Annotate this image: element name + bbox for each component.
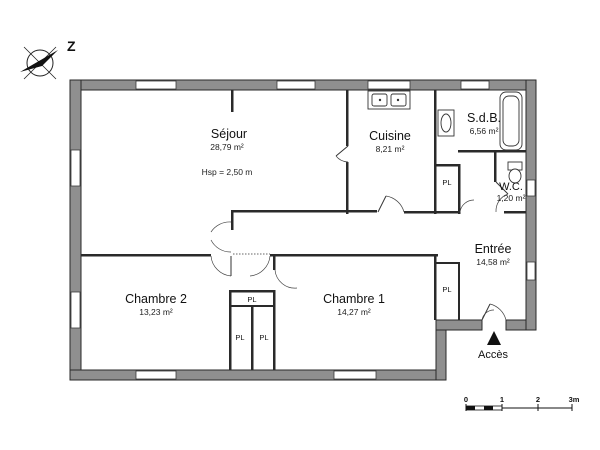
- room-area: 14,27 m²: [337, 307, 371, 317]
- access-label: Accès: [478, 349, 508, 361]
- room-name: S.d.B.: [467, 111, 501, 125]
- closet-label: PL: [442, 178, 451, 187]
- kitchen-sink: [367, 90, 411, 110]
- compass-ring: [26, 49, 54, 77]
- compass-north-label: Z: [67, 38, 76, 54]
- room-name: Cuisine: [369, 129, 411, 143]
- bathroom-fixtures: [437, 91, 523, 184]
- outer-walls: [69, 79, 537, 381]
- compass-needle-icon: [20, 50, 58, 72]
- room-area: 14,58 m²: [476, 257, 510, 267]
- room-name: W.C.: [499, 181, 523, 193]
- scale-bar: 0 1 2 3m: [464, 395, 580, 411]
- room-name: Chambre 2: [125, 292, 187, 306]
- room-entree: Entrée 14,58 m²: [475, 242, 512, 267]
- room-chambre2: Chambre 2 13,23 m²: [125, 292, 187, 317]
- room-area: 13,23 m²: [139, 307, 173, 317]
- room-name: Entrée: [475, 242, 512, 256]
- scale-tick-label: 3m: [569, 395, 580, 404]
- windows: [70, 80, 536, 380]
- room-chambre1: Chambre 1 14,27 m²: [323, 292, 385, 317]
- closet-label: PL: [442, 285, 451, 294]
- room-area: 8,21 m²: [376, 144, 405, 154]
- room-sdb: S.d.B. 6,56 m²: [467, 111, 501, 136]
- room-name: Chambre 1: [323, 292, 385, 306]
- room-name: Séjour: [211, 127, 247, 141]
- doors: [210, 145, 509, 321]
- room-area: 28,79 m²: [210, 142, 244, 152]
- arrow-up-icon: [487, 331, 501, 345]
- interior-walls: [81, 90, 526, 370]
- room-cuisine: Cuisine 8,21 m²: [369, 129, 411, 154]
- room-area: 1,20 m²: [497, 193, 526, 203]
- closet-label: PL: [247, 295, 256, 304]
- room-area: 6,56 m²: [470, 126, 499, 136]
- closet-label: PL: [259, 333, 268, 342]
- closet-label: PL: [235, 333, 244, 342]
- compass-rose: Z: [20, 38, 76, 80]
- ceiling-height: Hsp = 2,50 m: [202, 167, 253, 177]
- room-sejour: Séjour 28,79 m² Hsp = 2,50 m: [202, 127, 253, 177]
- access-marker: Accès: [478, 331, 508, 361]
- scale-tick-label: 1: [500, 395, 504, 404]
- scale-tick-label: 0: [464, 395, 468, 404]
- room-wc: W.C. 1,20 m²: [497, 181, 526, 203]
- scale-tick-label: 2: [536, 395, 540, 404]
